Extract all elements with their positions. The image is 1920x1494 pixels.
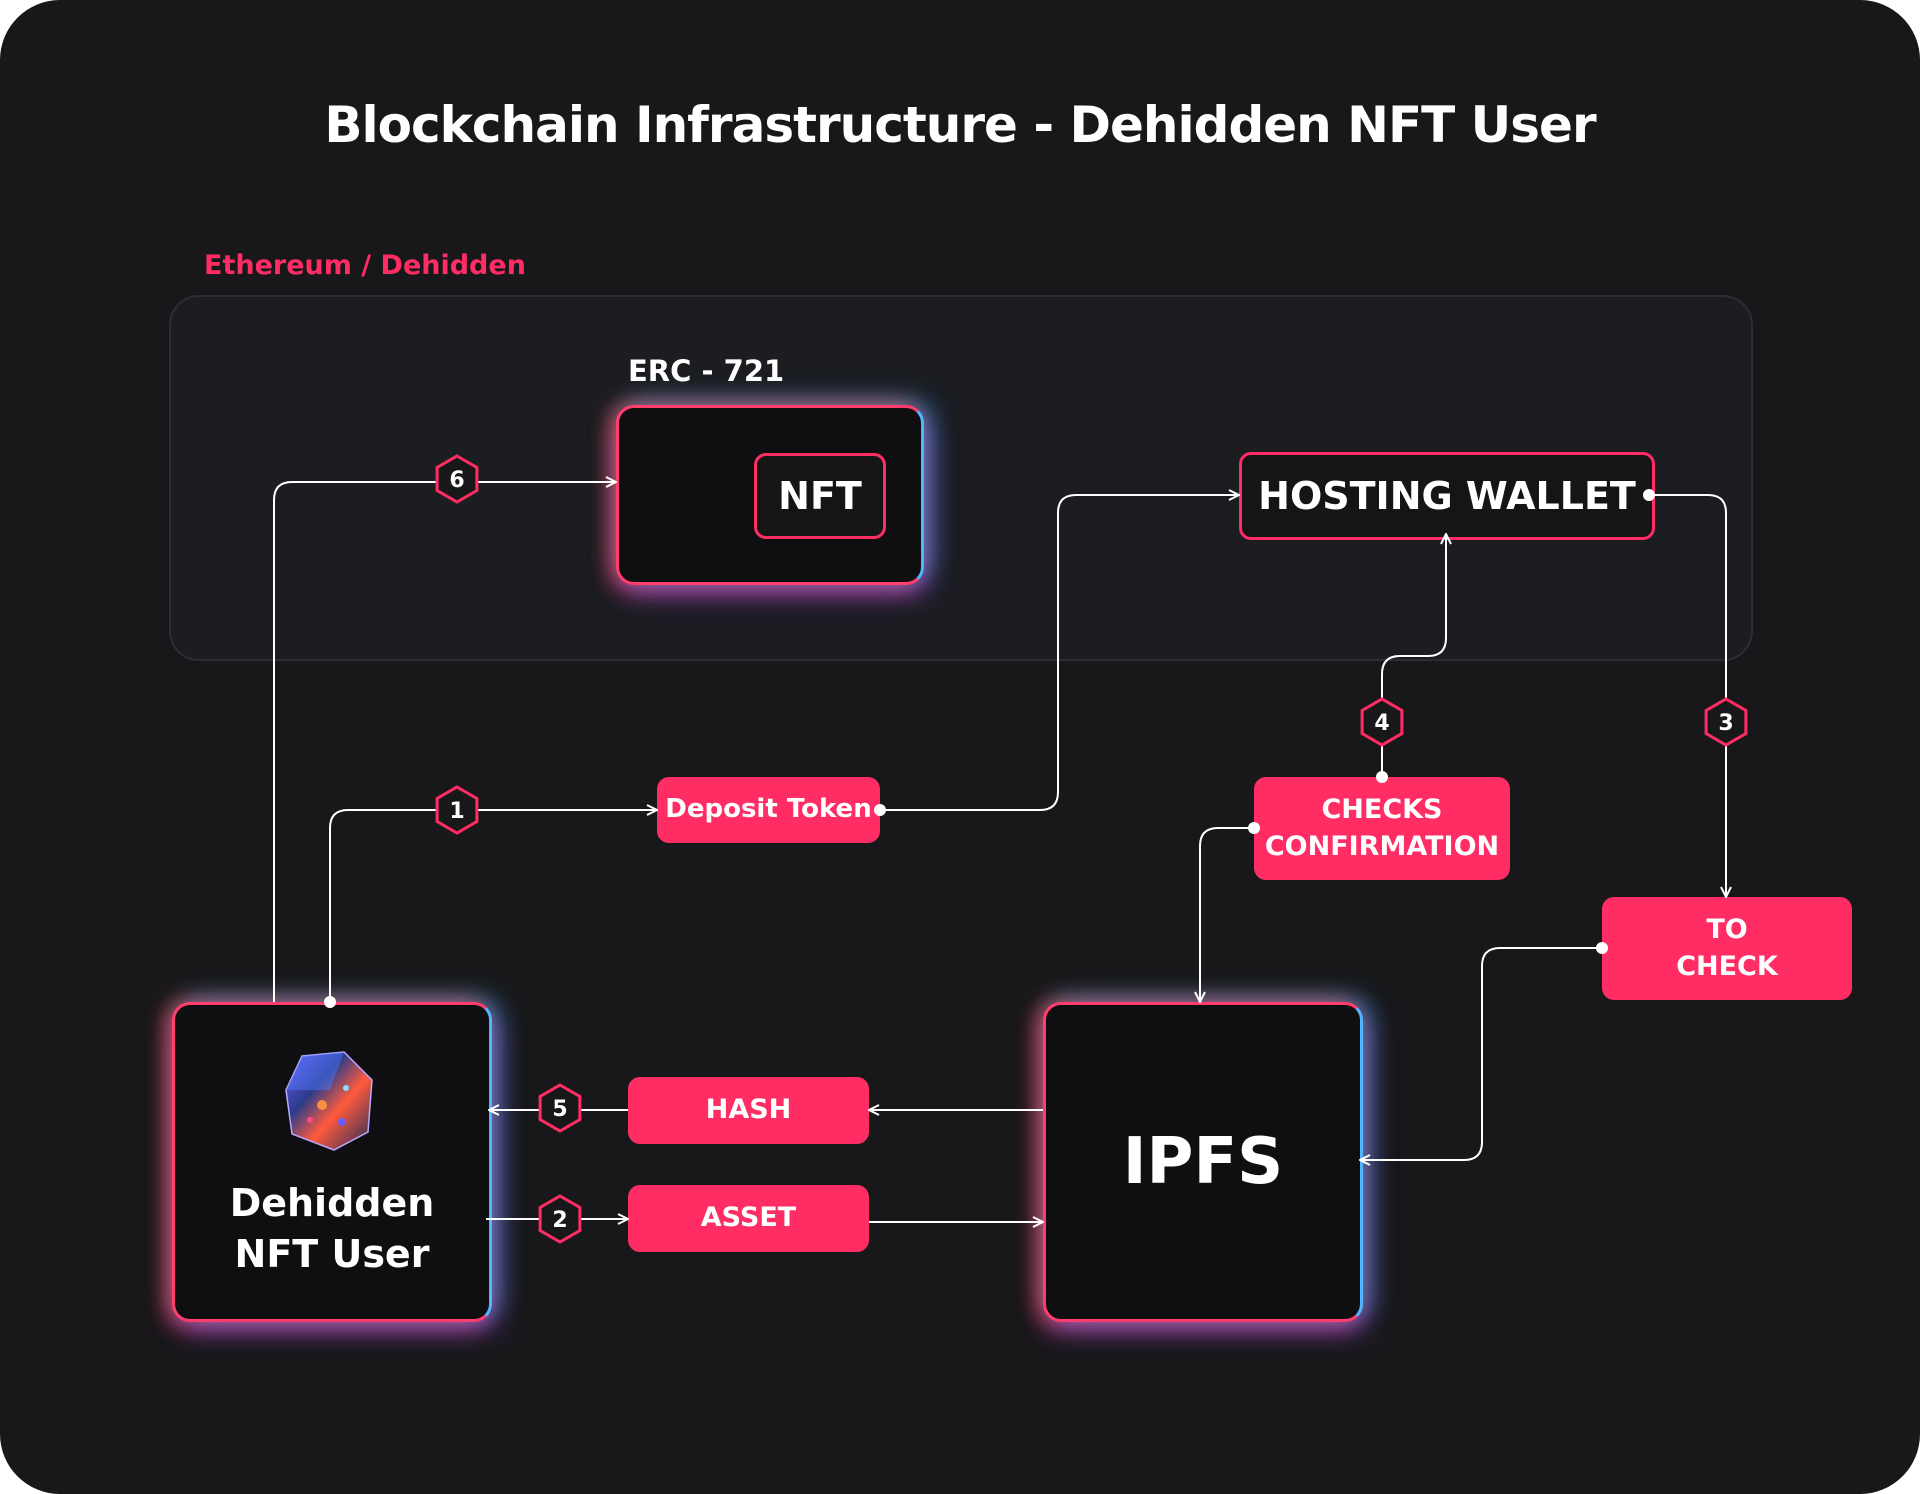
user-line2: NFT User	[234, 1232, 430, 1277]
nft-node: NFT	[754, 453, 886, 539]
tocheck-line1: TO	[1706, 914, 1748, 946]
edge-tocheck-to-ipfs	[1360, 947, 1602, 1160]
ipfs-label: IPFS	[1122, 1125, 1284, 1199]
page-title: Blockchain Infrastructure - Dehidden NFT…	[324, 96, 1596, 154]
step-badge-5	[538, 1083, 582, 1133]
edge-checks-to-ipfs	[1200, 827, 1254, 1002]
erc-label: ERC - 721	[628, 354, 785, 388]
ipfs-node	[1043, 1002, 1363, 1322]
step-badge-2	[538, 1194, 582, 1244]
user-line1: Dehidden	[229, 1181, 435, 1225]
hash-node: HASH	[628, 1077, 869, 1144]
step-number-4: 4	[1374, 711, 1389, 736]
region-label: Ethereum / Dehidden	[204, 250, 526, 281]
checks-line1: CHECKS	[1321, 794, 1443, 826]
deposit-token-node: Deposit Token	[657, 777, 880, 843]
step-number-1: 1	[449, 799, 464, 824]
step-number-5: 5	[552, 1097, 567, 1122]
crystal-gem-icon	[285, 1051, 373, 1151]
edge-user-to-deposit	[329, 810, 657, 1002]
to-check-node: TO CHECK	[1602, 897, 1852, 1000]
checks-confirmation-node: CHECKS CONFIRMATION	[1254, 777, 1510, 880]
step-badge-4	[1360, 697, 1404, 747]
checks-line2: CONFIRMATION	[1264, 830, 1500, 862]
tocheck-line2: CHECK	[1676, 950, 1778, 982]
hosting-wallet-node: HOSTING WALLET	[1239, 452, 1655, 540]
step-badge-1	[435, 785, 479, 835]
asset-node: ASSET	[628, 1185, 869, 1252]
step-number-2: 2	[552, 1208, 567, 1233]
step-badge-3	[1704, 697, 1748, 747]
user-label: Dehidden NFT User	[172, 1178, 492, 1281]
step-number-3: 3	[1718, 711, 1733, 736]
